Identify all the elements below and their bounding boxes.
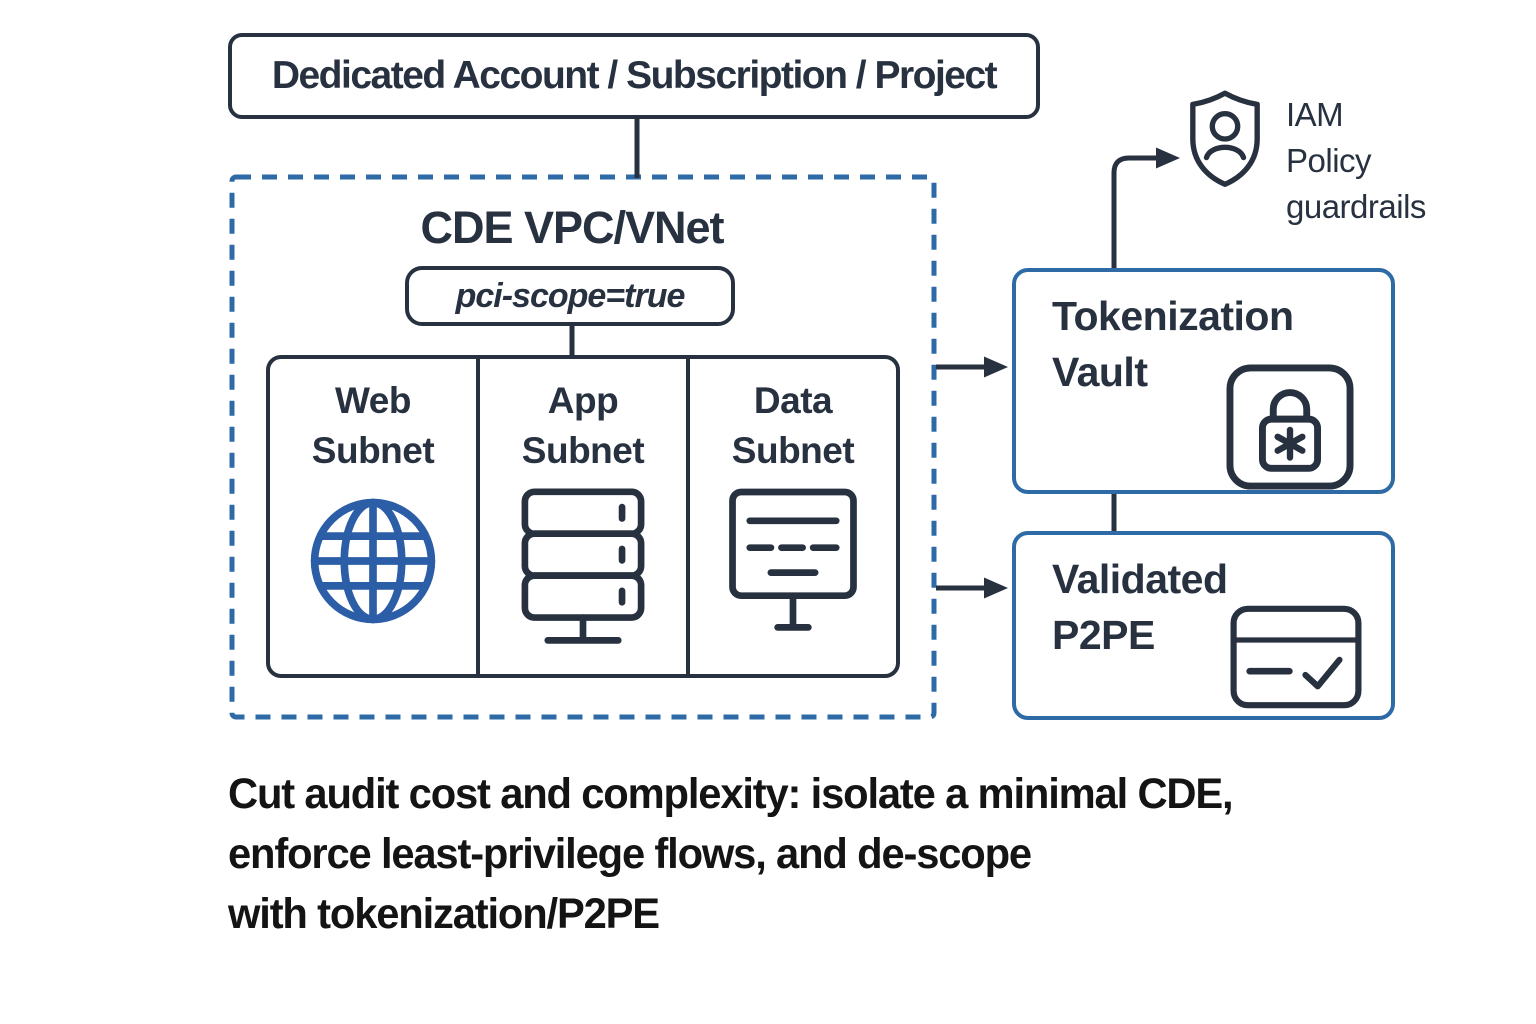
caption-line2: enforce least-privilege flows, and de-sc…	[228, 830, 1032, 878]
subnet-data-line1: Data	[753, 380, 833, 421]
validated-p2pe-label: Validated P2PE	[1052, 551, 1228, 663]
tokenization-vault-box: Tokenization Vault	[1012, 268, 1395, 494]
dedicated-account-label: Dedicated Account / Subscription / Proje…	[271, 54, 998, 97]
iam-label-line2: Policy	[1286, 142, 1372, 179]
globe-icon	[310, 498, 436, 624]
iam-label-line1: IAM	[1286, 96, 1344, 133]
card-check-icon	[1230, 605, 1362, 709]
subnet-web-label: Web Subnet	[311, 376, 435, 476]
validated-p2pe-line2: P2PE	[1052, 612, 1155, 658]
subnet-data-line2: Subnet	[731, 430, 855, 471]
caption-line3: with tokenization/P2PE	[228, 890, 660, 938]
lock-token-icon	[1226, 364, 1354, 490]
arrowhead-vault	[984, 356, 1008, 378]
subnet-web-line2: Subnet	[311, 430, 435, 471]
tokenization-vault-label: Tokenization Vault	[1052, 288, 1294, 400]
subnet-web-line1: Web	[335, 380, 411, 421]
caption-line1: Cut audit cost and complexity: isolate a…	[228, 770, 1234, 818]
pci-scope-tag-label: pci-scope=true	[455, 276, 686, 315]
subnet-app-label: App Subnet	[521, 376, 645, 476]
shield-user-icon	[1190, 90, 1260, 188]
data-store-icon	[729, 488, 857, 631]
server-stack-icon	[521, 488, 645, 644]
arrowhead-p2pe	[984, 577, 1008, 599]
caption-text: Cut audit cost and complexity: isolate a…	[228, 764, 1489, 944]
cde-vpc-title: CDE VPC/VNet	[420, 202, 724, 253]
connector-vault-iam	[1111, 155, 1156, 268]
pci-scope-tag: pci-scope=true	[405, 266, 735, 326]
subnet-group: Web Subnet App Subnet	[266, 355, 900, 678]
iam-guardrails-label: IAM Policy guardrails	[1286, 92, 1426, 230]
arrowhead-iam	[1156, 147, 1180, 169]
subnet-app: App Subnet	[476, 359, 686, 674]
tokenization-vault-line2: Vault	[1052, 349, 1148, 395]
validated-p2pe-line1: Validated	[1052, 556, 1228, 602]
dedicated-account-box: Dedicated Account / Subscription / Proje…	[228, 33, 1040, 119]
validated-p2pe-box: Validated P2PE	[1012, 531, 1395, 720]
subnet-data: Data Subnet	[686, 359, 896, 674]
iam-label-line3: guardrails	[1286, 188, 1426, 225]
subnet-data-label: Data Subnet	[731, 376, 855, 476]
subnet-app-line2: Subnet	[521, 430, 645, 471]
subnet-app-line1: App	[547, 380, 619, 421]
subnet-web: Web Subnet	[270, 359, 476, 674]
tokenization-vault-line1: Tokenization	[1052, 293, 1294, 339]
